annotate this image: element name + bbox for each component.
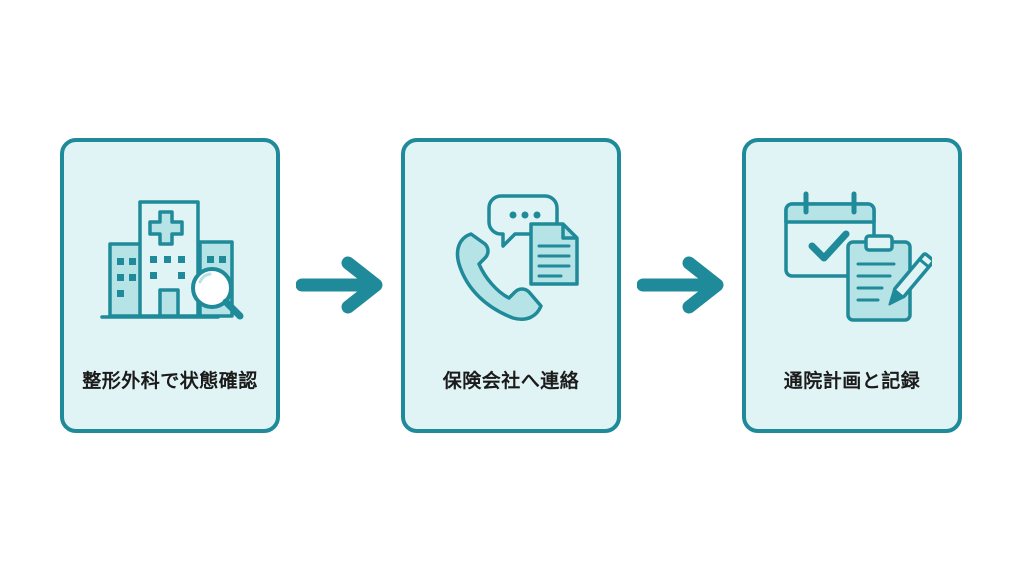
calendar-clipboard-icon — [784, 191, 932, 322]
step-card-plan-record: 通院計画と記録 — [742, 138, 962, 433]
arrow-right-icon — [296, 256, 383, 314]
arrow-right-icon — [637, 256, 724, 314]
phone-chat-document-icon — [455, 194, 579, 321]
hospital-search-icon — [100, 200, 244, 320]
step-label: 通院計画と記録 — [783, 370, 921, 392]
step-label: 保険会社へ連絡 — [442, 370, 580, 392]
step-card-insurance: 保険会社へ連絡 — [401, 138, 621, 433]
step-card-orthopedics: 整形外科で状態確認 — [60, 138, 280, 433]
step-label: 整形外科で状態確認 — [82, 370, 258, 392]
